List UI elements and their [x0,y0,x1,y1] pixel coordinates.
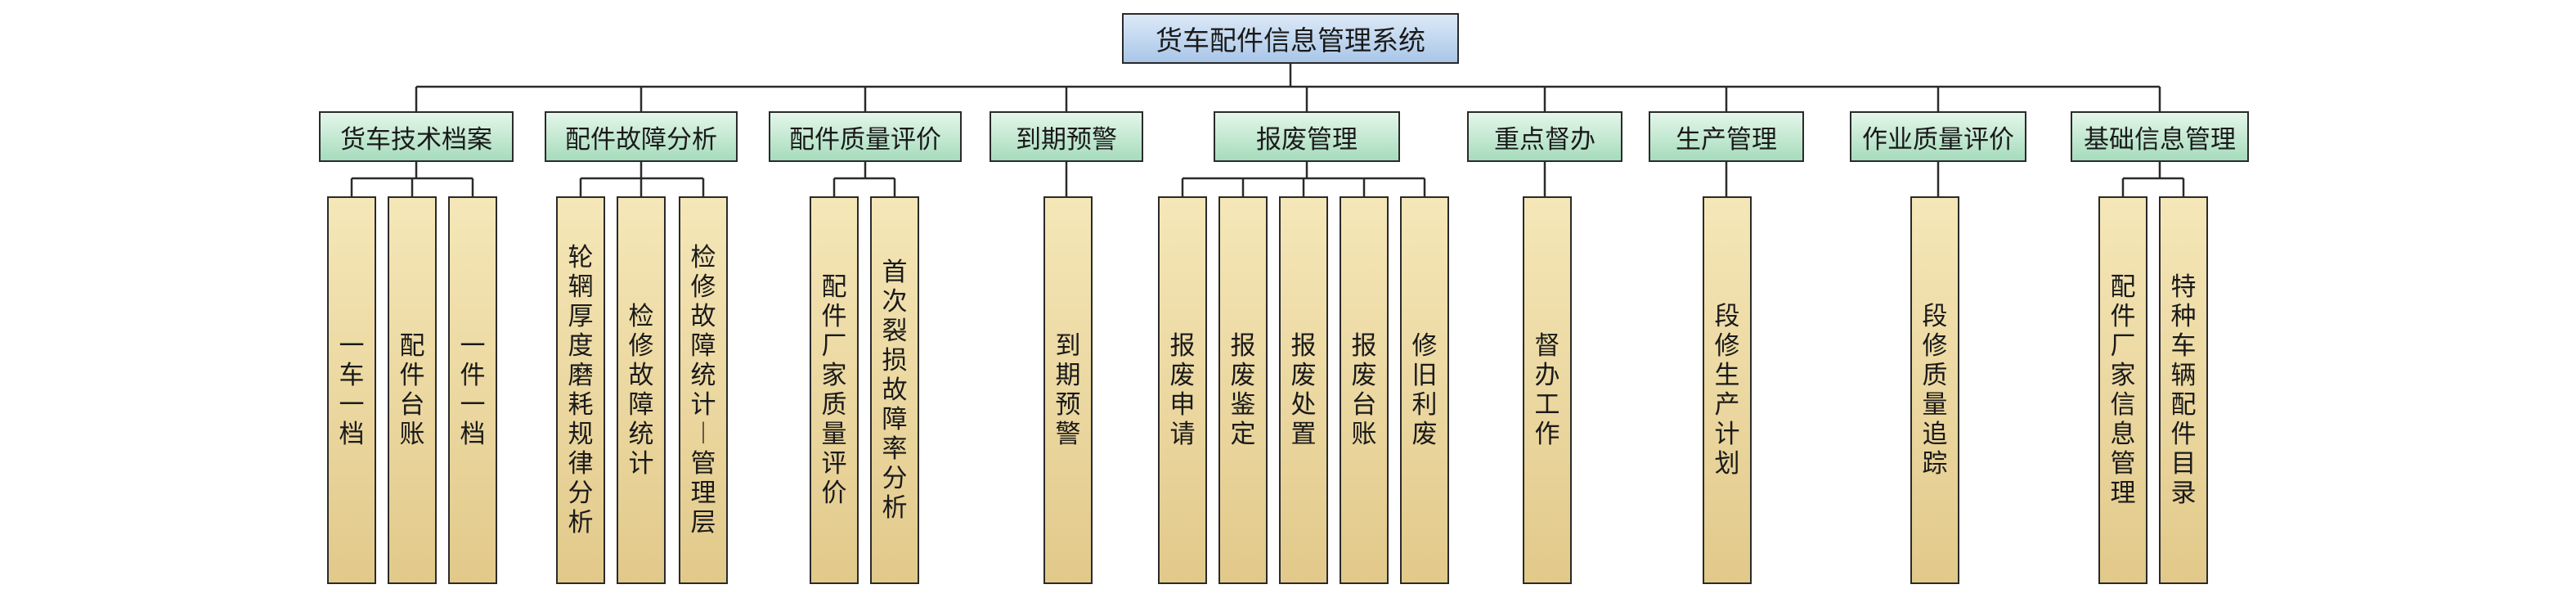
leaf-node: 修旧利废 [1400,196,1449,584]
category-label: 配件质量评价 [789,124,941,155]
leaf-label: 督办工作 [1534,331,1560,449]
leaf-label: 配件厂家质量评价 [821,272,847,508]
leaf-node: 段修质量追踪 [1910,196,1959,584]
category-label: 作业质量评价 [1862,124,2014,155]
leaf-label: 报废处置 [1290,331,1317,449]
leaf-label: 到期预警 [1055,331,1081,449]
leaf-node: 特种车辆配件目录 [2159,196,2208,584]
leaf-label: 修旧利废 [1411,331,1438,449]
category-label: 配件故障分析 [565,124,717,155]
leaf-node: 配件厂家质量评价 [810,196,859,584]
leaf-node: 配件厂家信息管理 [2098,196,2147,584]
category-node: 重点督办 [1467,111,1622,162]
leaf-node: 配件台账 [388,196,437,584]
leaf-label: 配件台账 [399,331,425,449]
leaf-label: 检修故障统计 [628,302,654,479]
category-node: 到期预警 [990,111,1143,162]
category-node: 配件质量评价 [769,111,962,162]
leaf-label: 首次裂损故障率分析 [882,258,908,523]
category-label: 生产管理 [1676,124,1777,155]
root-node: 货车配件信息管理系统 [1122,13,1459,64]
leaf-label: 轮辋厚度磨耗规律分析 [568,243,594,537]
category-node: 报废管理 [1214,111,1400,162]
category-node: 货车技术档案 [319,111,514,162]
leaf-label: 报废申请 [1169,331,1196,449]
leaf-node: 轮辋厚度磨耗规律分析 [556,196,605,584]
leaf-node: 检修故障统计 [617,196,666,584]
leaf-node: 报废处置 [1279,196,1328,584]
leaf-node: 首次裂损故障率分析 [870,196,919,584]
leaf-node: 督办工作 [1523,196,1572,584]
category-node: 生产管理 [1649,111,1804,162]
leaf-label: 报废台账 [1351,331,1377,449]
leaf-label: 特种车辆配件目录 [2170,272,2197,508]
category-label: 到期预警 [1016,124,1117,155]
leaf-node: 一件一档 [448,196,497,584]
category-node: 基础信息管理 [2071,111,2249,162]
category-label: 重点督办 [1494,124,1595,155]
leaf-node: 报废鉴定 [1218,196,1268,584]
leaf-node: 报废申请 [1158,196,1207,584]
leaf-node: 检修故障统计︱管理层 [679,196,728,584]
leaf-node: 段修生产计划 [1703,196,1752,584]
leaf-label: 段修生产计划 [1714,302,1740,479]
leaf-node: 报废台账 [1340,196,1389,584]
leaf-node: 到期预警 [1043,196,1093,584]
leaf-label: 一件一档 [460,331,486,449]
category-label: 报废管理 [1256,124,1358,155]
root-label: 货车配件信息管理系统 [1156,25,1425,56]
leaf-label: 报废鉴定 [1230,331,1256,449]
leaf-label: 段修质量追踪 [1922,302,1948,479]
category-node: 作业质量评价 [1850,111,2026,162]
category-label: 基础信息管理 [2084,124,2236,155]
leaf-label: 配件厂家信息管理 [2110,272,2136,508]
leaf-label: 检修故障统计︱管理层 [690,243,716,537]
leaf-label: 一车一档 [339,331,365,449]
category-node: 配件故障分析 [545,111,738,162]
category-label: 货车技术档案 [340,124,492,155]
leaf-node: 一车一档 [327,196,376,584]
